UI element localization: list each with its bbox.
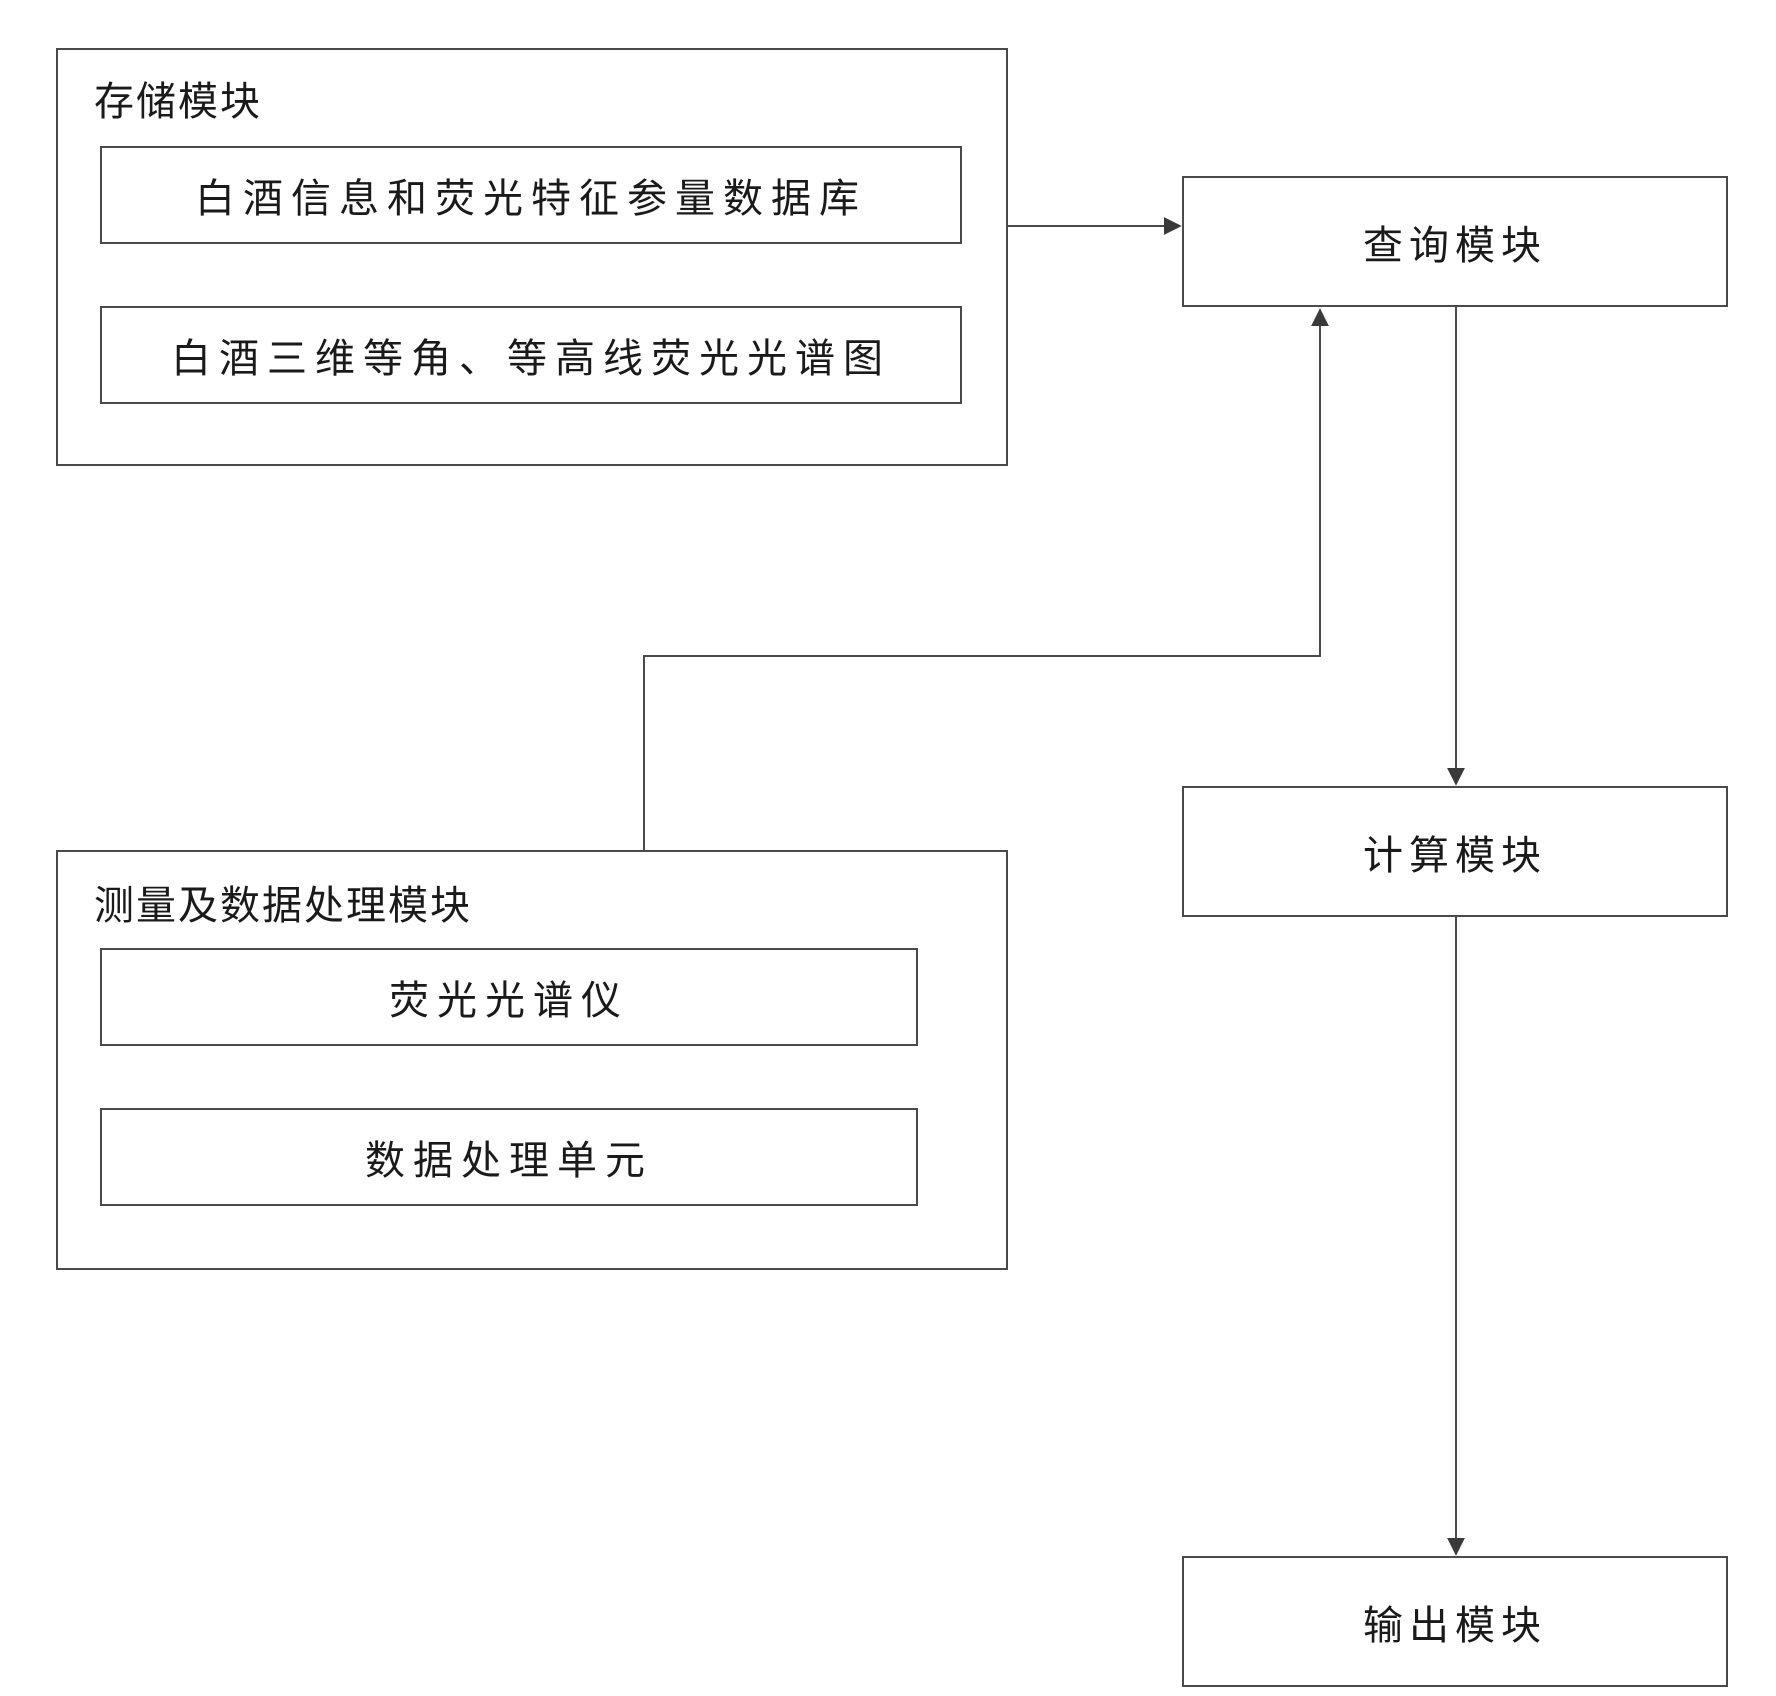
arrow-measurement-to-query <box>644 310 1320 850</box>
